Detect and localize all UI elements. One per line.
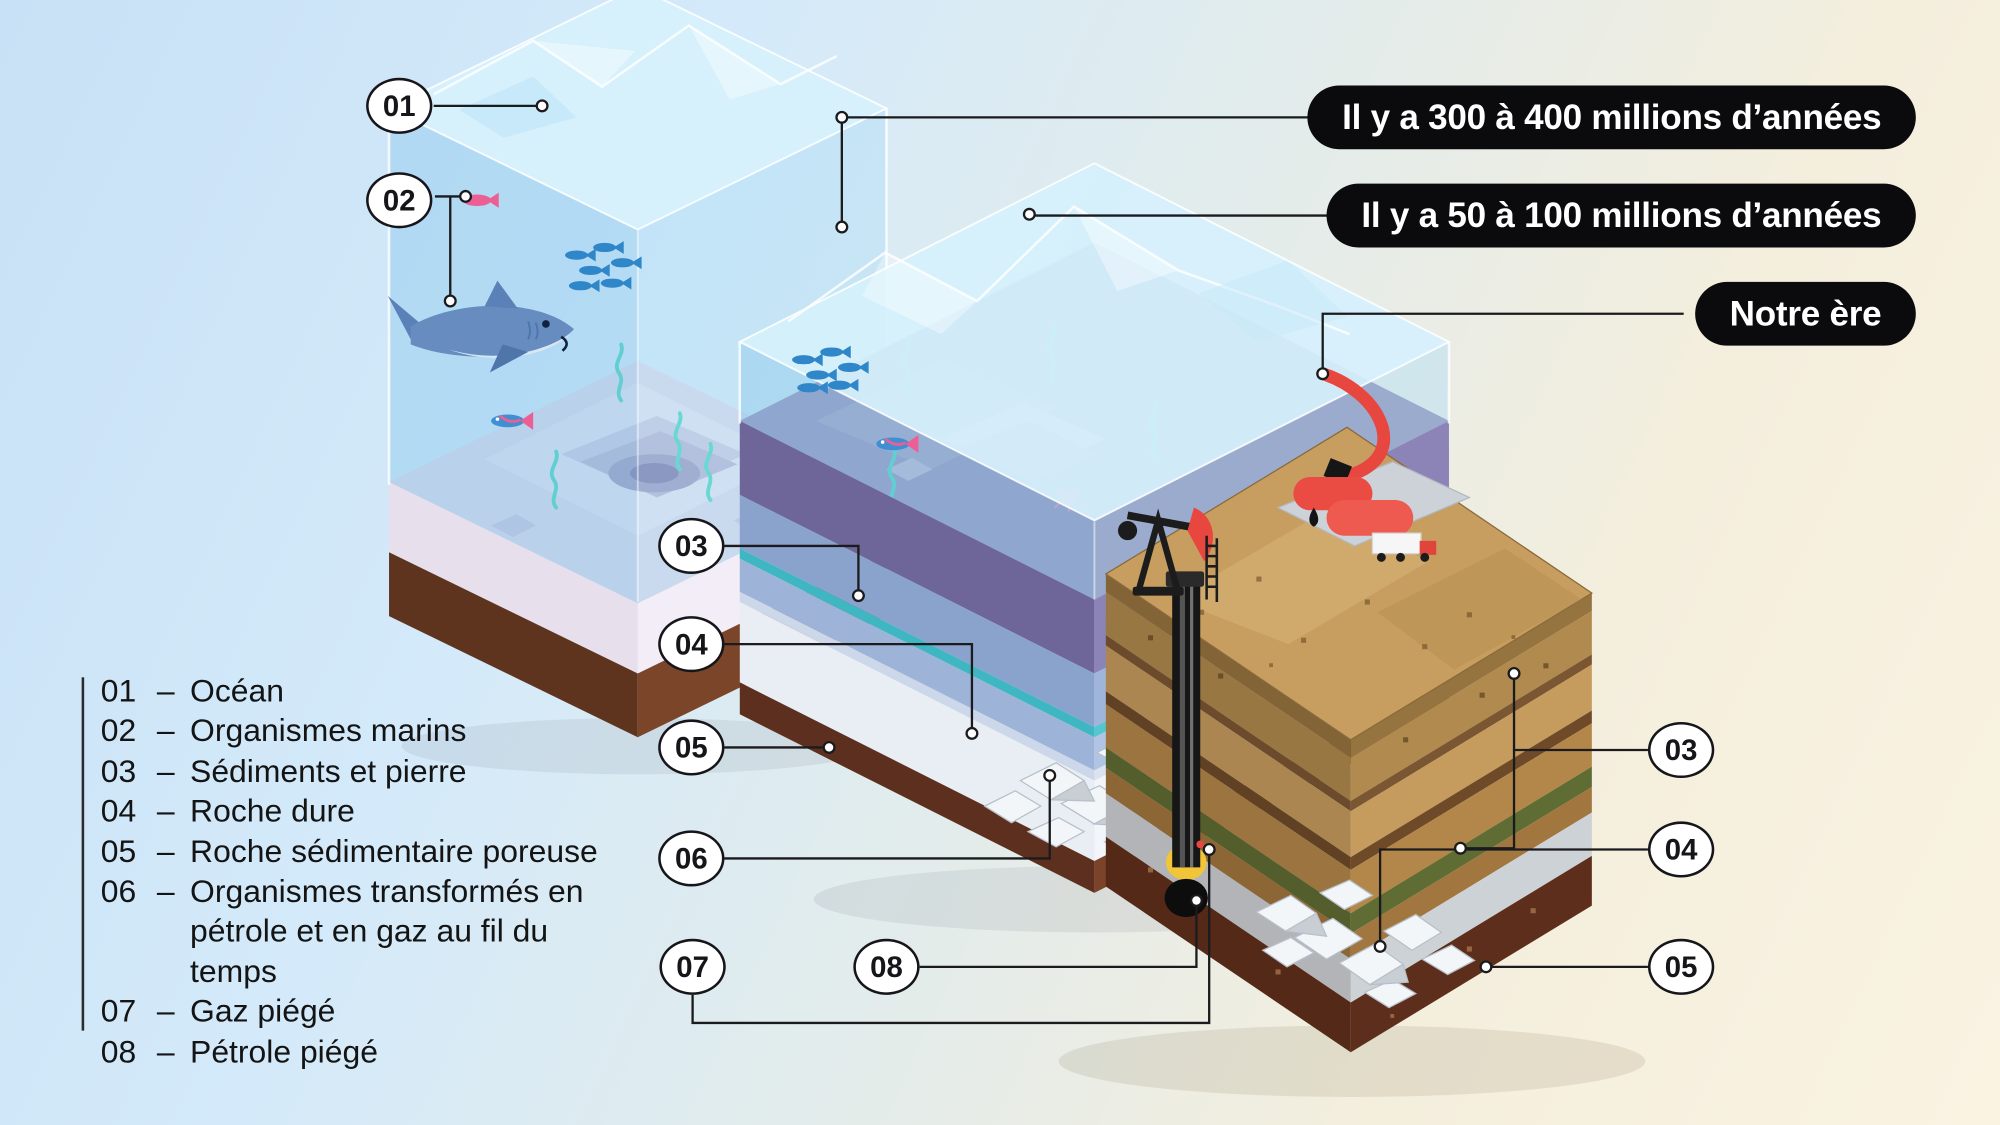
callout-03: 03 bbox=[658, 517, 725, 574]
pumpjack-icon bbox=[1117, 507, 1219, 603]
callout-05: 05 bbox=[658, 719, 725, 776]
oil-tank bbox=[1326, 499, 1414, 536]
oil-drop-icon bbox=[1309, 507, 1319, 527]
callout-07: 07 bbox=[659, 938, 726, 995]
callout-04-right: 04 bbox=[1647, 821, 1715, 878]
truck-icon bbox=[1371, 532, 1437, 562]
era-label-ancient: Il y a 300 à 400 millions d’années bbox=[1307, 85, 1916, 150]
leader-dots bbox=[443, 99, 1521, 974]
legend: 01–Océan 02–Organismes marins 03–Sédimen… bbox=[101, 672, 639, 1073]
legend-item-03: 03–Sédiments et pierre bbox=[100, 753, 467, 790]
legend-item-05: 05–Roche sédimentaire poreuse bbox=[100, 833, 598, 870]
callout-01: 01 bbox=[366, 77, 433, 134]
porous-rock-chunks bbox=[1255, 879, 1476, 1009]
callout-06: 06 bbox=[658, 830, 725, 887]
legend-item-07: 07–Gaz piégé bbox=[100, 993, 336, 1030]
callout-08: 08 bbox=[853, 938, 920, 995]
legend-item-08: 08–Pétrole piégé bbox=[100, 1034, 378, 1070]
era-label-recent: Il y a 50 à 100 millions d’années bbox=[1326, 183, 1916, 248]
legend-rule bbox=[81, 677, 85, 1031]
pipeline-icon bbox=[1316, 367, 1391, 484]
callout-03-right: 03 bbox=[1647, 721, 1715, 779]
well-shaft bbox=[1172, 584, 1201, 868]
legend-item-01: 01–Océan bbox=[100, 673, 285, 710]
legend-item-02: 02–Organismes marins bbox=[100, 713, 467, 750]
legend-item-04: 04–Roche dure bbox=[100, 793, 355, 830]
callout-05-right: 05 bbox=[1647, 938, 1715, 995]
callout-02: 02 bbox=[366, 172, 433, 229]
block-modern-era bbox=[1104, 367, 1594, 1053]
shark-icon bbox=[387, 280, 574, 373]
era-label-modern: Notre ère bbox=[1695, 281, 1916, 346]
callout-04: 04 bbox=[658, 616, 725, 673]
